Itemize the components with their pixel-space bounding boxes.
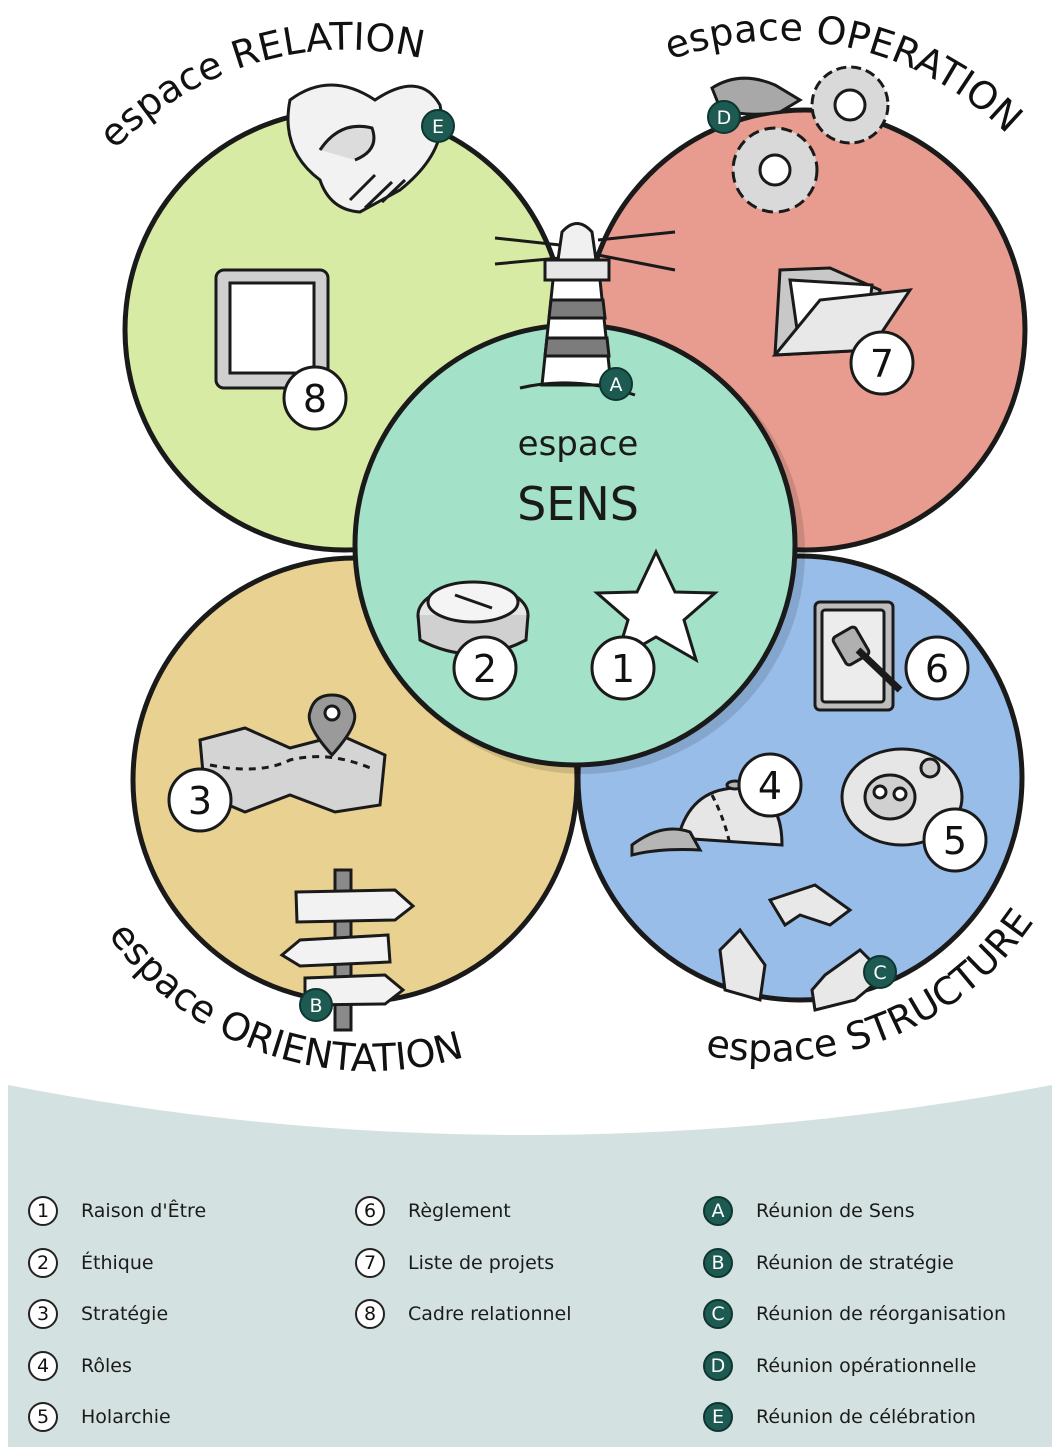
badge-6: 6 [904, 635, 970, 701]
legend-label: Liste de projets [408, 1252, 555, 1274]
gears-icon [710, 65, 890, 214]
badge-e: E [421, 109, 455, 143]
badge-1-text: 1 [611, 647, 635, 691]
legend-item: 1 Raison d'Être [28, 1196, 206, 1226]
legend-item: 6 Règlement [355, 1196, 511, 1226]
legend-item: E Réunion de célébration [703, 1402, 976, 1432]
legend-item: B Réunion de stratégie [703, 1248, 954, 1278]
legend-item: 2 Éthique [28, 1248, 154, 1278]
badge-5-text: 5 [943, 819, 967, 863]
legend-item: 7 Liste de projets [355, 1248, 554, 1278]
star-icon [593, 548, 719, 664]
legend-letter-badge: E [703, 1402, 733, 1432]
legend-item: 5 Holarchie [28, 1402, 171, 1432]
legend-item: 8 Cadre relationnel [355, 1299, 572, 1329]
sens-title-prefix: espace [518, 424, 639, 464]
badge-e-text: E [432, 116, 444, 138]
badge-3: 3 [167, 767, 233, 833]
handshake-icon [286, 83, 444, 214]
legend-label: Stratégie [81, 1303, 169, 1325]
legend-label: Cadre relationnel [408, 1303, 572, 1325]
legend-label: Holarchie [81, 1406, 171, 1428]
badge-d-text: D [717, 107, 732, 129]
legend-number-badge: 6 [355, 1196, 385, 1226]
badge-1: 1 [590, 635, 656, 701]
badge-6-text: 6 [925, 647, 949, 691]
legend-number-badge: 5 [28, 1402, 58, 1432]
map-icon [198, 693, 387, 814]
legend-item: D Réunion opérationnelle [703, 1351, 976, 1381]
badge-c-text: C [873, 962, 886, 984]
legend-number-badge: 8 [355, 1299, 385, 1329]
legend-label: Règlement [408, 1200, 511, 1222]
badge-4-text: 4 [758, 764, 782, 808]
badge-c: C [863, 955, 897, 989]
legend-number-badge: 1 [28, 1196, 58, 1226]
badge-8-text: 8 [303, 377, 327, 421]
badge-4: 4 [737, 752, 803, 818]
badge-2-text: 2 [473, 647, 497, 691]
badge-b-text: B [309, 995, 322, 1017]
gavel-icon [813, 600, 903, 712]
badge-7: 7 [849, 330, 915, 396]
legend-label: Réunion de réorganisation [756, 1303, 1007, 1325]
sens-circle [352, 322, 798, 768]
legend-item: 4 Rôles [28, 1351, 132, 1381]
badge-7-text: 7 [870, 342, 894, 386]
legend-item: A Réunion de Sens [703, 1196, 915, 1226]
legend-label: Réunion de célébration [756, 1406, 976, 1428]
lighthouse-icon [494, 222, 676, 397]
badge-3-text: 3 [188, 779, 212, 823]
badge-b: B [299, 988, 333, 1022]
legend-letter-badge: C [703, 1299, 733, 1329]
legend-background [8, 1085, 1052, 1447]
picture-frame-icon [214, 268, 330, 390]
badge-2: 2 [452, 635, 518, 701]
legend-number-badge: 3 [28, 1299, 58, 1329]
legend-number-badge: 2 [28, 1248, 58, 1278]
legend-letter-badge: B [703, 1248, 733, 1278]
badge-8: 8 [282, 365, 348, 431]
legend-number-badge: 7 [355, 1248, 385, 1278]
sens-title-name: SENS [517, 477, 639, 531]
badge-d: D [707, 100, 741, 134]
legend-item: C Réunion de réorganisation [703, 1299, 1006, 1329]
legend-label: Réunion opérationnelle [756, 1355, 977, 1377]
badge-a: A [599, 367, 633, 401]
legend-letter-badge: A [703, 1196, 733, 1226]
legend-label: Rôles [81, 1355, 132, 1377]
legend-item: 3 Stratégie [28, 1299, 168, 1329]
badge-a-text: A [610, 374, 623, 396]
badge-5: 5 [922, 807, 988, 873]
legend-number-badge: 4 [28, 1351, 58, 1381]
legend-letter-badge: D [703, 1351, 733, 1381]
legend-label: Réunion de Sens [756, 1200, 915, 1222]
legend-label: Raison d'Être [81, 1200, 207, 1222]
legend-label: Éthique [81, 1252, 154, 1274]
legend-label: Réunion de stratégie [756, 1252, 954, 1274]
compass-icon [416, 580, 530, 656]
